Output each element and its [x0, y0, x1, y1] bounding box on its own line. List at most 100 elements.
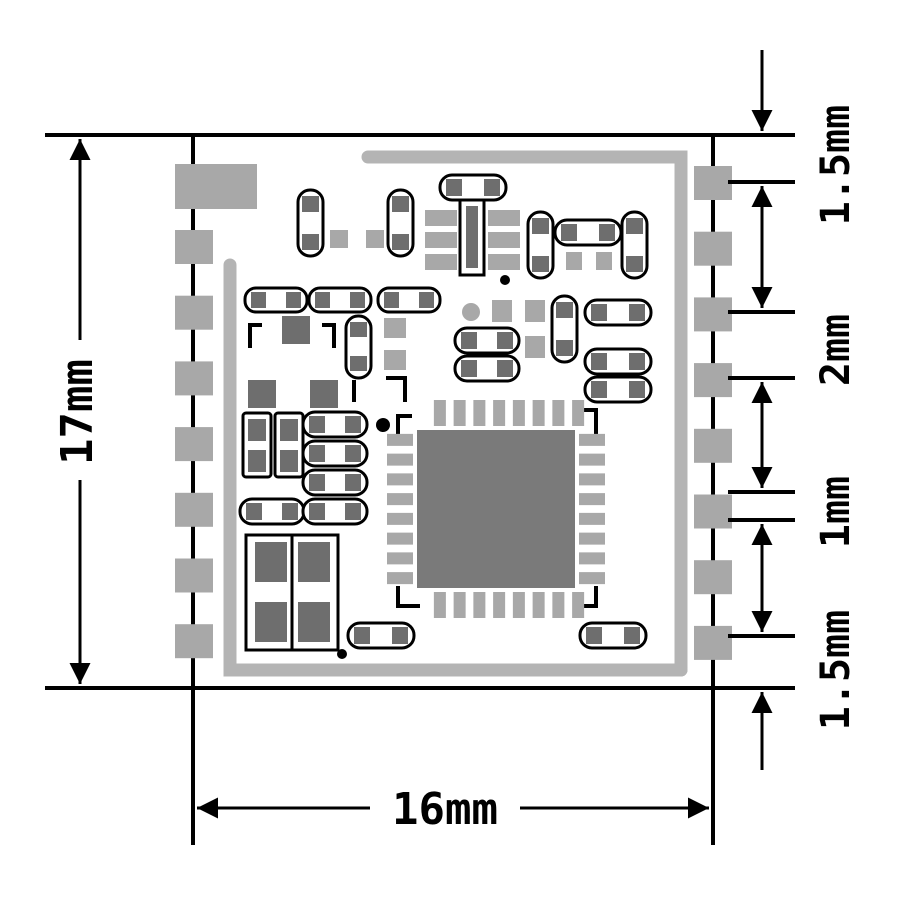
resistor-pad — [354, 627, 370, 644]
ic-pin-left — [387, 532, 413, 545]
resistor-pad — [484, 179, 500, 196]
resistor-pad — [629, 304, 645, 321]
pad-grid — [488, 232, 520, 248]
right-edge-pads — [694, 166, 732, 660]
resistor-pad — [251, 292, 266, 308]
transistor-pad — [248, 380, 276, 408]
resistor-pad — [461, 332, 477, 349]
ic-pin-bottom — [532, 592, 545, 618]
middle-right-components — [453, 294, 653, 404]
pitch-label-bottom: 1.5mm — [813, 610, 859, 730]
edge-pad-right — [694, 560, 732, 595]
resistor-pad — [350, 292, 365, 308]
edge-pad-right — [694, 428, 732, 463]
edge-pad-right — [694, 494, 732, 529]
edge-pad-left — [175, 427, 213, 462]
ic-pin-top — [473, 400, 486, 426]
large-pad — [298, 602, 330, 642]
ic-pin-bottom — [512, 592, 525, 618]
ic-pin-top — [532, 400, 545, 426]
large-pad — [255, 542, 287, 582]
capacitor-pad — [248, 419, 266, 441]
pad-grid — [425, 210, 457, 226]
ic-pin-left — [387, 572, 413, 585]
large-pad — [255, 602, 287, 642]
pin1-dot — [500, 275, 510, 285]
resistor-pad — [286, 292, 301, 308]
small-pad — [366, 230, 384, 248]
edge-pad-left — [175, 230, 213, 264]
ic-pin-top — [453, 400, 466, 426]
resistor-pad — [345, 503, 361, 520]
small-pad — [330, 230, 348, 248]
resistor-pad — [629, 353, 645, 370]
ic-pin-right — [579, 473, 605, 486]
edge-pad-right — [694, 625, 732, 660]
test-point — [462, 303, 480, 321]
resistor-pad — [626, 256, 643, 272]
ic-pin-bottom — [493, 592, 506, 618]
resistor-pad — [461, 360, 477, 377]
resistor-pad — [556, 340, 573, 356]
ic-pin-right — [579, 453, 605, 466]
pad-grid — [488, 254, 520, 270]
ic-pin-right — [579, 532, 605, 545]
ic-pin-right — [579, 493, 605, 506]
resistor-pad — [392, 234, 409, 250]
pin1-dot — [337, 649, 347, 659]
left-middle-components — [248, 314, 407, 408]
capacitor-pad — [248, 450, 266, 472]
ic-corner-mark — [396, 414, 412, 435]
ic-pin-bottom — [572, 592, 585, 618]
ic-pin-right — [579, 572, 605, 585]
resistor-pad — [556, 302, 573, 318]
pad-grid — [425, 254, 457, 270]
pad-grid — [425, 232, 457, 248]
resistor-pad — [624, 627, 640, 644]
resistor-pad — [302, 234, 319, 250]
edge-pad-left — [175, 558, 213, 593]
dimension-labels: 17mm 16mm 1.5mm 2mm 1mm 1.5mm — [52, 105, 859, 835]
edge-pad-right — [694, 166, 732, 200]
ic-pin-left — [387, 552, 413, 565]
bottom-left-components — [244, 533, 347, 659]
qfn-chip — [376, 400, 605, 618]
ic-pin-top — [493, 400, 506, 426]
edge-pad-right — [694, 231, 732, 266]
resistor-pad — [392, 196, 409, 212]
ic-pin-left — [387, 453, 413, 466]
small-pad — [384, 350, 406, 370]
resistor-pad — [392, 627, 408, 644]
ic-pin-top — [572, 400, 585, 426]
pad-grid — [488, 210, 520, 226]
capacitor-stack — [238, 410, 369, 526]
left-edge-pads — [175, 230, 213, 659]
ic-pin-bottom — [473, 592, 486, 618]
edge-pad-left — [175, 624, 213, 659]
small-pad — [596, 252, 612, 270]
resistor-pad — [497, 332, 513, 349]
resistor-pad — [309, 445, 325, 462]
dimension-lines — [45, 50, 795, 845]
ic-pin-right — [579, 512, 605, 525]
bottom-resistors — [346, 621, 648, 650]
resistor-pad — [591, 353, 607, 370]
resistor-pad — [345, 445, 361, 462]
ic-pin-top — [552, 400, 565, 426]
inductor-core — [466, 206, 478, 268]
resistor-pad — [315, 292, 330, 308]
small-pad — [492, 300, 512, 322]
height-label: 17mm — [52, 359, 103, 465]
silk-bracket — [322, 323, 336, 348]
edge-pad-right — [694, 363, 732, 398]
resistor-pad — [561, 224, 577, 241]
ic-pin-top — [433, 400, 446, 426]
ic-pin-bottom — [453, 592, 466, 618]
ic-pin1-dot — [376, 418, 390, 432]
resistor-pad — [384, 292, 399, 308]
antenna-pad — [175, 164, 257, 209]
ic-pin-bottom — [433, 592, 446, 618]
resistor-pad — [345, 416, 361, 433]
resistor-row — [243, 286, 442, 314]
resistor-pad — [629, 381, 645, 398]
